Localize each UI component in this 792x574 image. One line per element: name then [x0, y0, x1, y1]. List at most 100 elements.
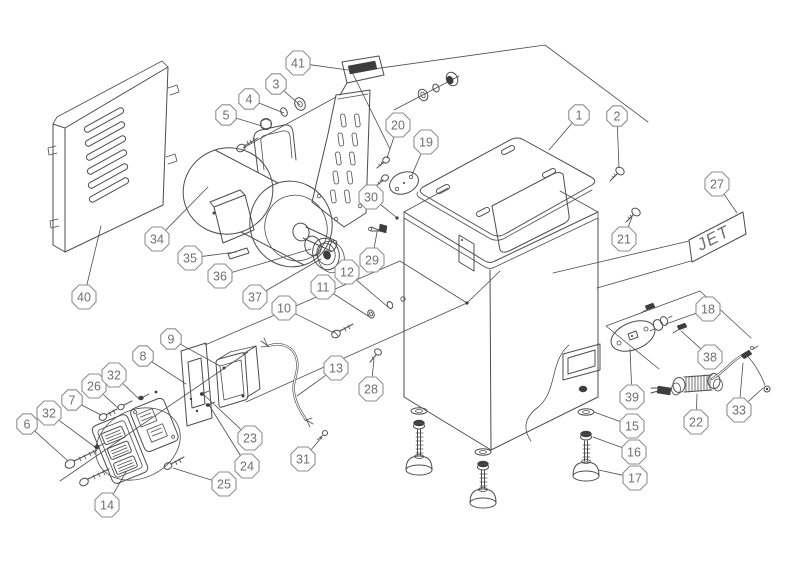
callout-bubble	[94, 492, 120, 518]
callout-number: 19	[419, 135, 433, 149]
callout-leader	[310, 64, 349, 71]
callout-bubble	[334, 259, 360, 285]
cabinet-body	[204, 187, 601, 451]
callout-leader	[696, 393, 698, 410]
callout-leader	[628, 216, 633, 228]
callout-number: 12	[340, 265, 354, 279]
callout-leader	[311, 436, 323, 450]
callout-bubble	[101, 362, 127, 388]
callout-bubble	[359, 247, 385, 273]
belt-guard	[311, 55, 385, 228]
callout-leader	[380, 204, 397, 218]
callout-number: 18	[701, 302, 715, 316]
ground-wire	[745, 354, 771, 393]
callout-bubble	[285, 50, 311, 76]
callout-number: 9	[168, 332, 175, 346]
callout-number: 13	[329, 361, 343, 375]
cover-plate-19	[389, 171, 419, 195]
callout-bubble	[211, 471, 237, 497]
callout-number: 24	[240, 459, 254, 473]
callout-leader	[548, 123, 573, 151]
callout-bubble	[695, 296, 721, 322]
callout-number: 25	[217, 477, 231, 491]
callout-number: 28	[364, 382, 378, 396]
callout-bubble	[271, 295, 297, 321]
callout-leader	[151, 361, 187, 385]
callout-leader	[202, 251, 237, 257]
callout-number: 5	[223, 108, 230, 122]
callout-leader	[172, 467, 213, 481]
gasket-plate	[180, 342, 216, 427]
callout-number: 14	[100, 498, 114, 512]
callout-bubble	[619, 384, 645, 410]
callout-number: 7	[69, 393, 76, 407]
callout-bubble	[622, 465, 648, 491]
callout-bubble	[265, 73, 287, 95]
callout-number: 37	[248, 290, 262, 304]
callout-leader	[165, 186, 209, 231]
callout-bubble	[310, 274, 336, 300]
outlet-box	[215, 345, 261, 408]
callout-leader	[295, 313, 335, 334]
callout-bubble	[385, 112, 411, 138]
callout-leader	[258, 102, 285, 114]
callout-number: 30	[364, 190, 378, 204]
callout-number: 17	[628, 471, 642, 485]
screw-21	[625, 207, 641, 223]
callout-bubble	[160, 328, 182, 350]
callout-bubble	[358, 376, 384, 402]
callout-number: 41	[291, 56, 305, 70]
callout-bubble	[71, 284, 97, 310]
callout-bubble	[413, 129, 439, 155]
callout-leader	[592, 436, 623, 448]
callout-number: 29	[365, 253, 379, 267]
screw-2	[609, 166, 625, 182]
callout-leader	[113, 471, 127, 495]
callout-leader	[665, 312, 697, 325]
jet-label: JET	[552, 211, 747, 289]
callout-number: 36	[213, 269, 227, 283]
callout-leader	[202, 393, 241, 430]
callout-bubble	[290, 446, 316, 472]
guard-hardware	[236, 71, 459, 153]
callout-number: 38	[703, 350, 717, 364]
callout-leader	[283, 90, 301, 106]
callout-leader	[617, 126, 620, 169]
callout-bubble	[726, 397, 752, 423]
callout-leader	[34, 430, 69, 462]
callout-leader	[296, 375, 326, 397]
callout-bubble	[242, 284, 268, 310]
callout-bubble	[177, 245, 203, 271]
callout-number: 40	[77, 290, 91, 304]
callout-number: 22	[689, 415, 703, 429]
callout-number: 31	[296, 452, 310, 466]
callout-bubble	[619, 413, 645, 439]
callout-leader	[373, 231, 378, 248]
callout-bubble	[237, 425, 263, 451]
callout-bubble	[207, 263, 233, 289]
callout-bubble	[606, 105, 628, 127]
callout-leader	[739, 362, 744, 398]
callout-leader	[680, 330, 701, 349]
callout-number: 32	[107, 368, 121, 382]
callout-bubble	[704, 171, 730, 197]
callout-leader	[59, 420, 96, 448]
callout-leader	[411, 153, 422, 176]
callout-bubble	[621, 439, 647, 465]
jet-label-text: JET	[693, 222, 734, 255]
callout-bubble	[61, 389, 83, 411]
power-cord	[650, 345, 759, 396]
callout-bubble	[611, 226, 637, 252]
callout-bubble	[323, 355, 349, 381]
callout-leader	[593, 411, 621, 422]
callout-number: 4	[246, 92, 253, 106]
callout-number: 33	[732, 403, 746, 417]
callout-number: 26	[87, 379, 101, 393]
callout-number: 3	[273, 77, 280, 91]
rear-screws	[640, 302, 688, 334]
screws-20	[375, 156, 390, 187]
callout-leader	[629, 348, 632, 385]
